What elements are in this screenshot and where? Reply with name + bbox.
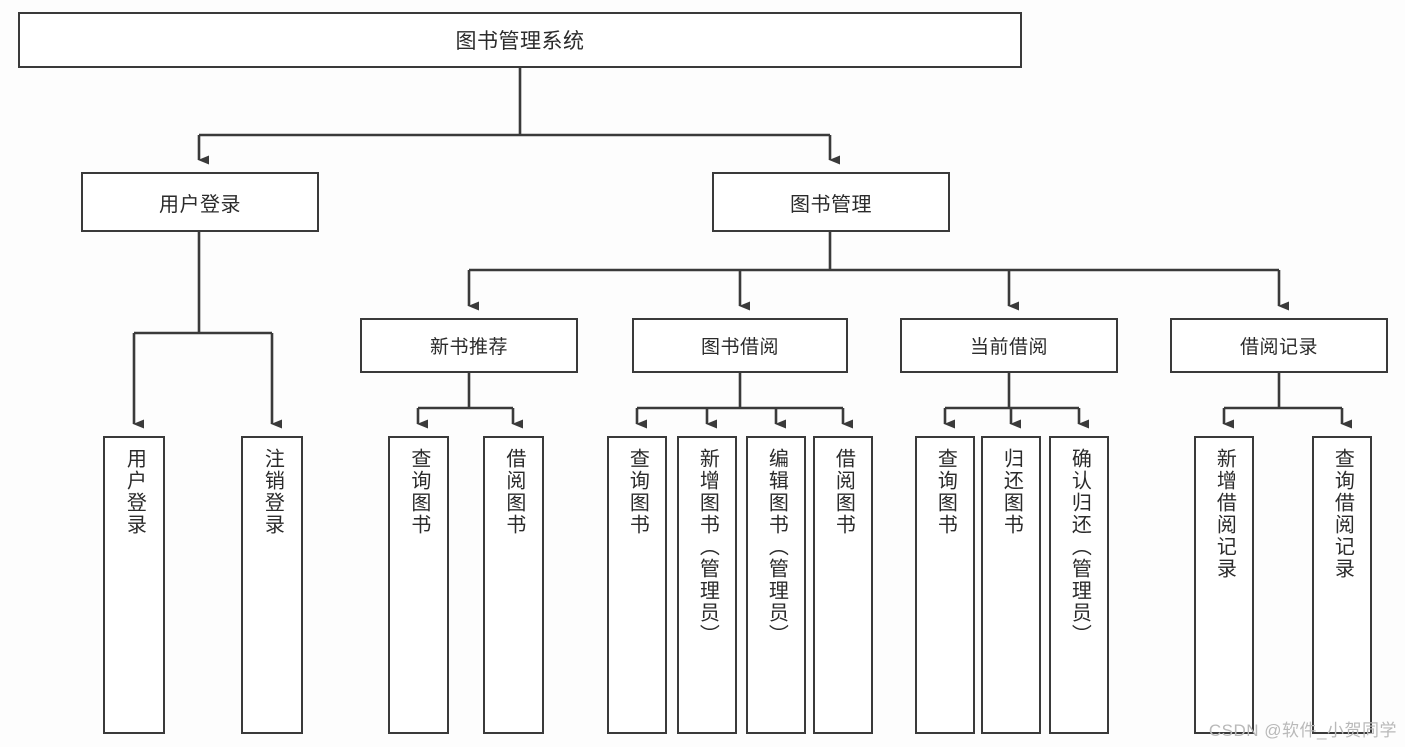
leaf-recommend-query-book[interactable]: 查询图书 xyxy=(388,436,449,734)
node-book-management[interactable]: 图书管理 xyxy=(712,172,950,232)
node-user-login-label: 用户登录 xyxy=(159,193,241,216)
leaf-borrow-borrow-book[interactable]: 借阅图书 xyxy=(813,436,873,734)
node-root-system[interactable]: 图书管理系统 xyxy=(18,12,1022,68)
leaf-borrow-query-book[interactable]: 查询图书 xyxy=(607,436,667,734)
leaf-recommend-borrow-book[interactable]: 借阅图书 xyxy=(483,436,544,734)
leaf-borrow-query-book-label: 查询图书 xyxy=(626,448,649,536)
node-current-borrow[interactable]: 当前借阅 xyxy=(900,318,1118,373)
node-book-borrow-label: 图书借阅 xyxy=(700,337,779,358)
node-new-book-recommend-label: 新书推荐 xyxy=(429,337,508,358)
node-book-borrow[interactable]: 图书借阅 xyxy=(632,318,848,373)
node-book-management-label: 图书管理 xyxy=(790,193,872,216)
leaf-borrow-borrow-book-label: 借阅图书 xyxy=(832,448,855,536)
leaf-record-add-borrow-record[interactable]: 新增借阅记录 xyxy=(1194,436,1254,734)
leaf-borrow-add-book-admin[interactable]: 新增图书（管理员） xyxy=(677,436,737,734)
leaf-borrow-edit-book-admin[interactable]: 编辑图书（管理员） xyxy=(746,436,806,734)
leaf-user-login[interactable]: 用户登录 xyxy=(103,436,165,734)
node-current-borrow-label: 当前借阅 xyxy=(969,337,1048,358)
leaf-user-logout-label: 注销登录 xyxy=(261,448,284,536)
node-user-login[interactable]: 用户登录 xyxy=(81,172,319,232)
node-borrow-record[interactable]: 借阅记录 xyxy=(1170,318,1388,373)
leaf-user-login-label: 用户登录 xyxy=(123,448,146,536)
leaf-user-logout[interactable]: 注销登录 xyxy=(241,436,303,734)
leaf-current-confirm-return-admin[interactable]: 确认归还（管理员） xyxy=(1049,436,1109,734)
leaf-borrow-add-book-admin-label: 新增图书（管理员） xyxy=(696,448,719,646)
leaf-current-query-book-label: 查询图书 xyxy=(934,448,957,536)
node-new-book-recommend[interactable]: 新书推荐 xyxy=(360,318,578,373)
leaf-recommend-borrow-book-label: 借阅图书 xyxy=(502,448,525,536)
leaf-current-return-book-label: 归还图书 xyxy=(1000,448,1023,536)
leaf-record-query-borrow-record[interactable]: 查询借阅记录 xyxy=(1312,436,1372,734)
leaf-record-add-borrow-record-label: 新增借阅记录 xyxy=(1213,448,1236,580)
leaf-current-return-book[interactable]: 归还图书 xyxy=(981,436,1041,734)
node-borrow-record-label: 借阅记录 xyxy=(1239,337,1318,358)
leaf-record-query-borrow-record-label: 查询借阅记录 xyxy=(1331,448,1354,580)
leaf-current-confirm-return-admin-label: 确认归还（管理员） xyxy=(1068,448,1091,646)
leaf-recommend-query-book-label: 查询图书 xyxy=(407,448,430,536)
node-root-label: 图书管理系统 xyxy=(455,30,585,53)
leaf-current-query-book[interactable]: 查询图书 xyxy=(915,436,975,734)
leaf-borrow-edit-book-admin-label: 编辑图书（管理员） xyxy=(765,448,788,646)
